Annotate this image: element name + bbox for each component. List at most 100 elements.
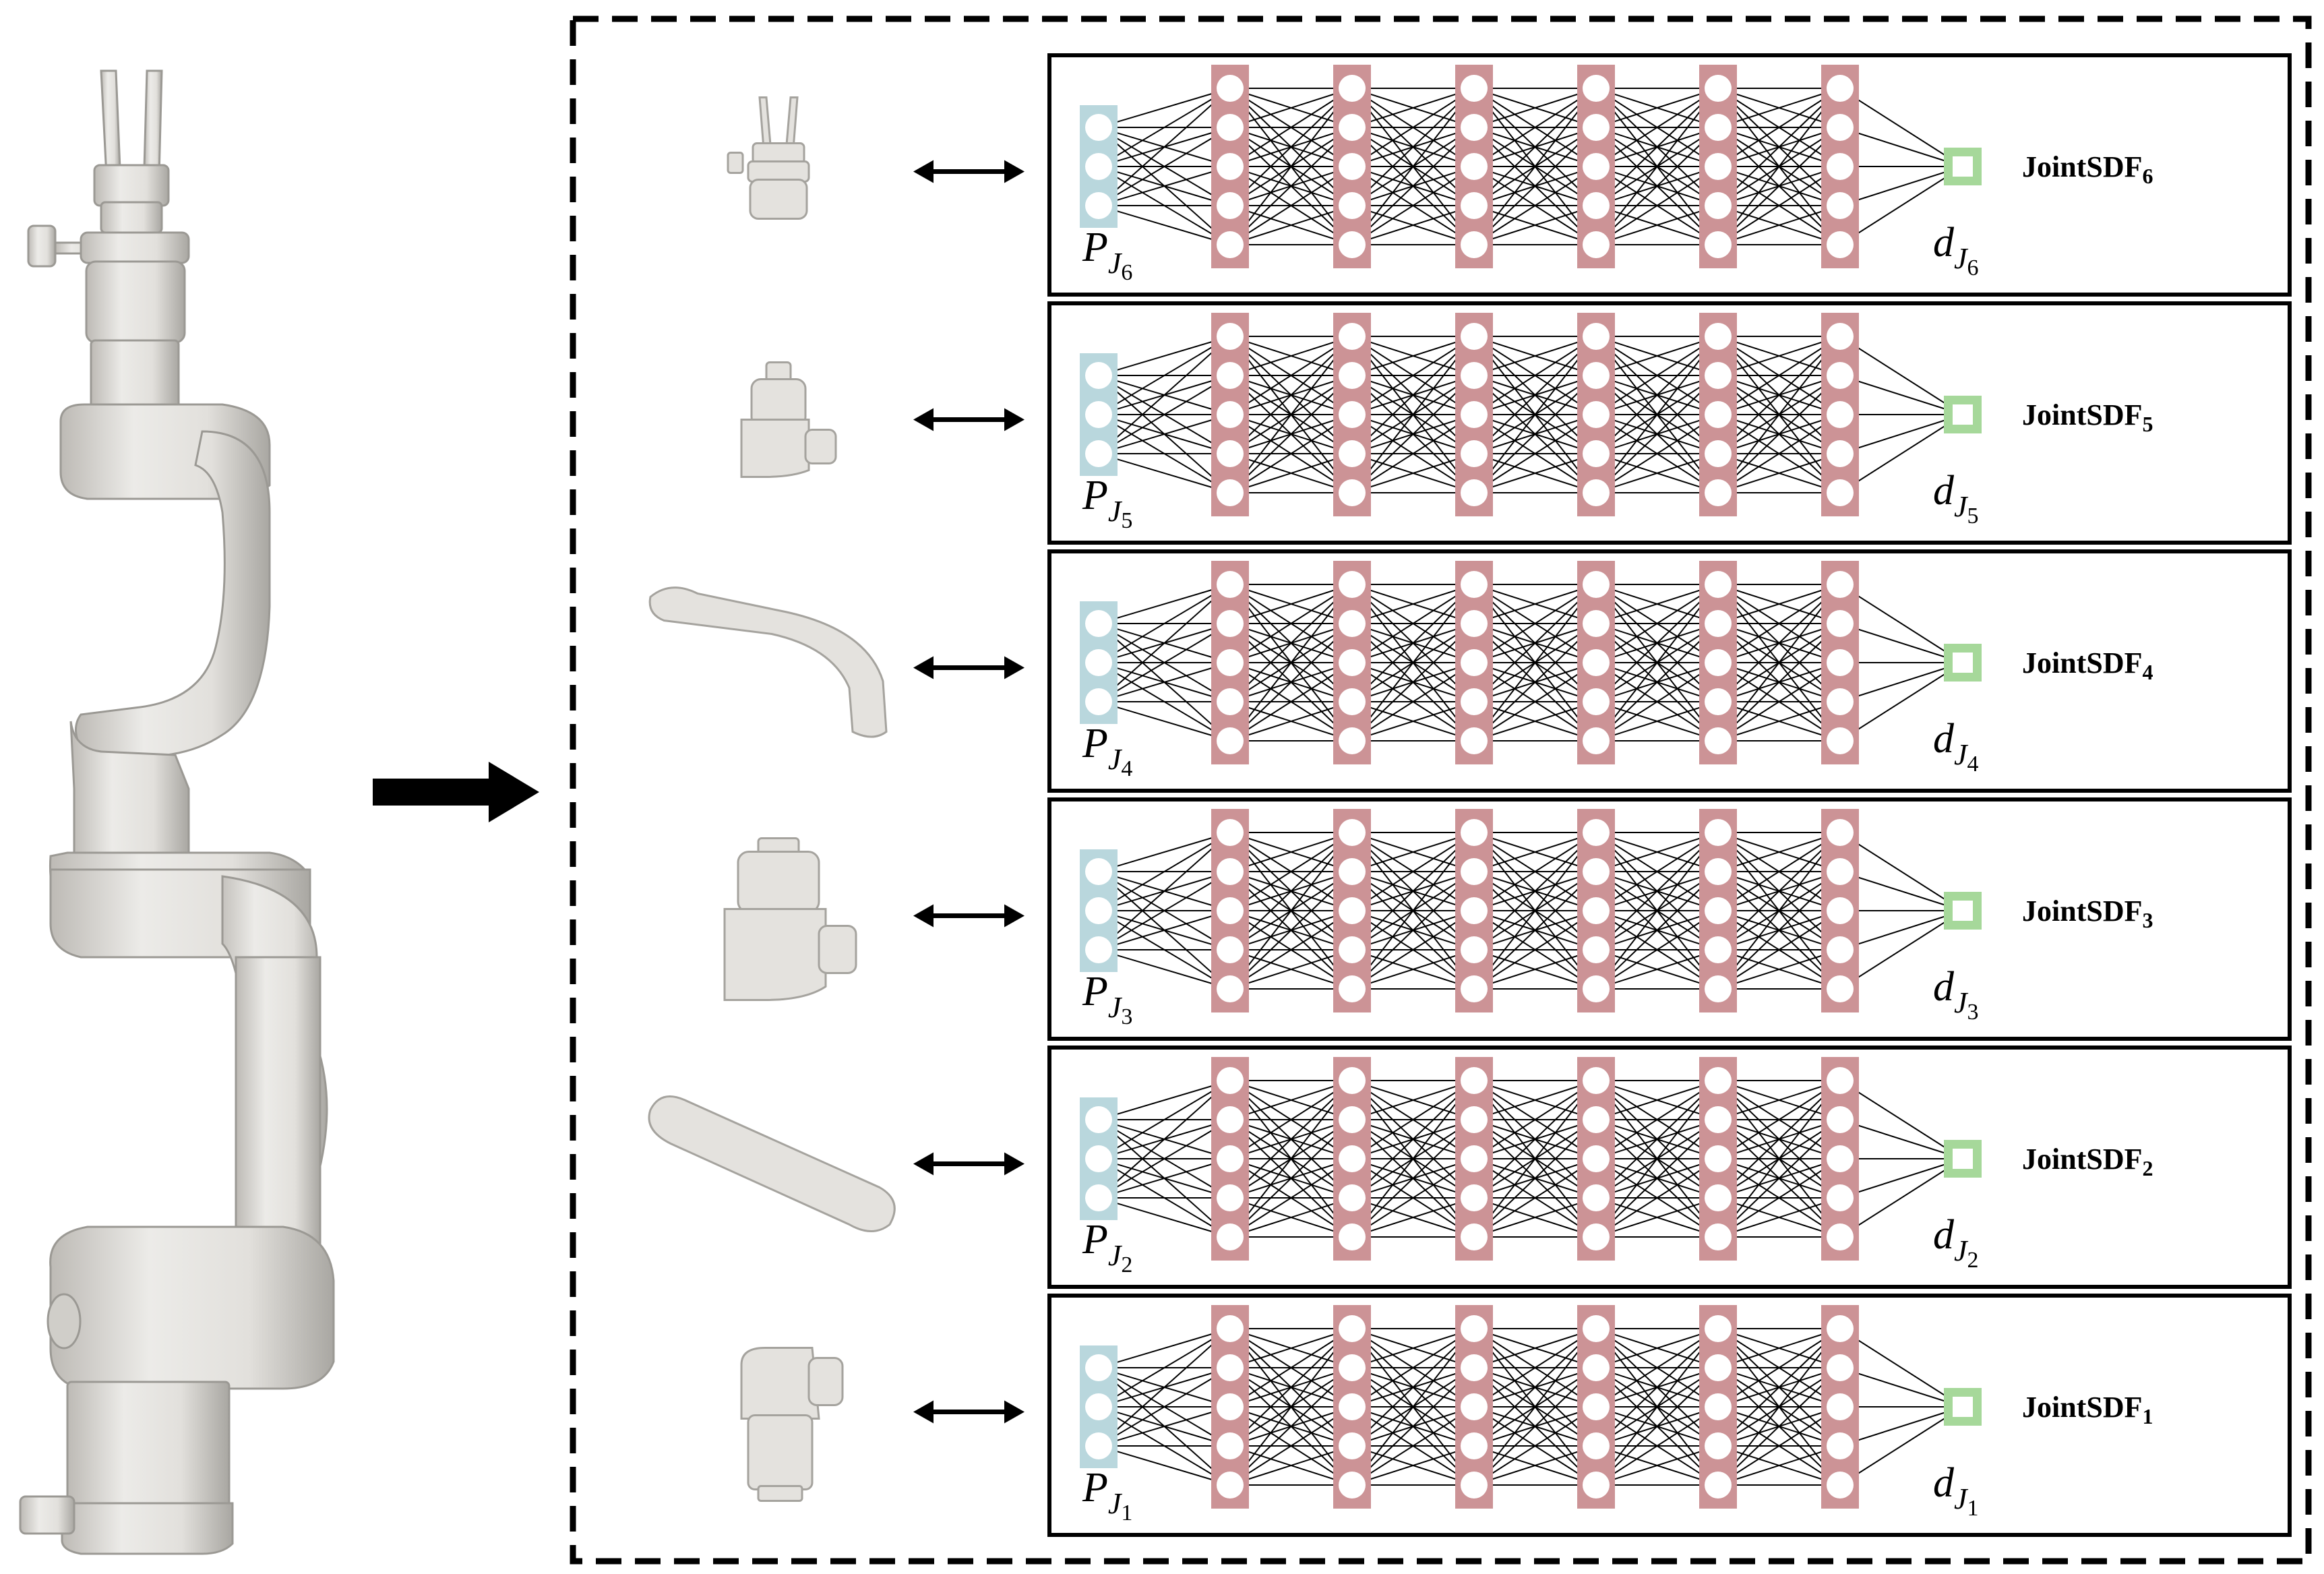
neuron: [1217, 688, 1244, 715]
neuron: [1827, 479, 1854, 506]
neuron: [1085, 401, 1112, 428]
neuron: [1461, 858, 1488, 885]
neuron: [1461, 479, 1488, 506]
hidden-layer: [1211, 313, 1249, 516]
neuron: [1827, 1067, 1854, 1094]
neuron: [1085, 936, 1112, 963]
neuron: [1827, 897, 1854, 924]
neuron: [1339, 231, 1366, 258]
neuron: [1827, 975, 1854, 1002]
neuron: [1583, 727, 1610, 754]
neuron: [1461, 114, 1488, 141]
neuron: [1705, 440, 1732, 467]
neuron: [1339, 153, 1366, 180]
neuron: [1461, 153, 1488, 180]
neuron: [1461, 1184, 1488, 1211]
neuron: [1217, 153, 1244, 180]
connections: [1098, 336, 1963, 493]
neuron: [1461, 649, 1488, 676]
hidden-layer: [1455, 561, 1493, 764]
hidden-layer: [1455, 1057, 1493, 1261]
neuron: [1461, 1223, 1488, 1250]
neuron: [1339, 1432, 1366, 1459]
neuron: [1583, 571, 1610, 598]
neuron: [1217, 936, 1244, 963]
hidden-layer: [1211, 1057, 1249, 1261]
joint-part-3-icon: [723, 837, 857, 1001]
neuron: [1217, 1472, 1244, 1499]
input-layer: [1080, 601, 1118, 724]
neuron: [1461, 1354, 1488, 1381]
neuron: [1085, 1145, 1112, 1172]
output-node-core: [1953, 404, 1973, 425]
neuron: [1217, 727, 1244, 754]
neuron: [1461, 401, 1488, 428]
output-label: dJ3: [1933, 964, 1979, 1025]
connections: [1098, 1328, 1963, 1486]
neuron: [1085, 440, 1112, 467]
neuron: [1217, 1223, 1244, 1250]
connections: [1098, 88, 1963, 245]
neuron: [1461, 897, 1488, 924]
hidden-layer: [1821, 313, 1859, 516]
hidden-layer: [1333, 313, 1371, 516]
neuron: [1339, 858, 1366, 885]
neuron: [1583, 1393, 1610, 1420]
neuron: [1339, 649, 1366, 676]
neuron: [1339, 1472, 1366, 1499]
hidden-layer: [1455, 809, 1493, 1012]
neuron: [1339, 75, 1366, 102]
neuron: [1217, 975, 1244, 1002]
neuron: [1705, 479, 1732, 506]
neuron: [1705, 114, 1732, 141]
neuron: [1705, 975, 1732, 1002]
neuron: [1827, 323, 1854, 350]
neuron: [1827, 1315, 1854, 1342]
dashed-frame: [570, 16, 2312, 1565]
neuron: [1827, 858, 1854, 885]
neuron: [1217, 323, 1244, 350]
neuron: [1085, 1432, 1112, 1459]
neuron: [1339, 1393, 1366, 1420]
neuron: [1461, 819, 1488, 846]
neuron: [1827, 440, 1854, 467]
output-node-core: [1953, 1149, 1973, 1169]
hidden-layer: [1821, 1057, 1859, 1261]
neuron: [1827, 362, 1854, 389]
neuron: [1461, 75, 1488, 102]
hidden-layer: [1821, 809, 1859, 1012]
hidden-layer: [1211, 1305, 1249, 1509]
neuron: [1461, 323, 1488, 350]
hidden-layer: [1821, 1305, 1859, 1509]
neuron: [1583, 1472, 1610, 1499]
neuron: [1583, 114, 1610, 141]
neuron: [1827, 727, 1854, 754]
neuron: [1217, 610, 1244, 637]
hidden-layer: [1821, 561, 1859, 764]
neuron: [1827, 688, 1854, 715]
hidden-layer: [1577, 561, 1615, 764]
neuron: [1827, 231, 1854, 258]
neuron: [1217, 75, 1244, 102]
neuron: [1583, 192, 1610, 219]
joint-rows: PJ6dJ6JointSDF6PJ5dJ5JointSDF5PJ4dJ4Join…: [648, 53, 2292, 1537]
output-node-core: [1953, 901, 1973, 921]
neuron: [1217, 897, 1244, 924]
neuron: [1217, 362, 1244, 389]
neuron: [1705, 1432, 1732, 1459]
neuron: [1705, 401, 1732, 428]
neuron: [1583, 231, 1610, 258]
neuron: [1339, 1145, 1366, 1172]
neuron: [1217, 1432, 1244, 1459]
connections: [1098, 1080, 1963, 1238]
double-arrow-icon: [913, 656, 1025, 679]
output-layer: [1944, 148, 1982, 185]
neuron: [1217, 192, 1244, 219]
neuron: [1827, 75, 1854, 102]
neuron: [1705, 231, 1732, 258]
neuron: [1461, 231, 1488, 258]
neuron: [1461, 610, 1488, 637]
neuron: [1085, 1393, 1112, 1420]
